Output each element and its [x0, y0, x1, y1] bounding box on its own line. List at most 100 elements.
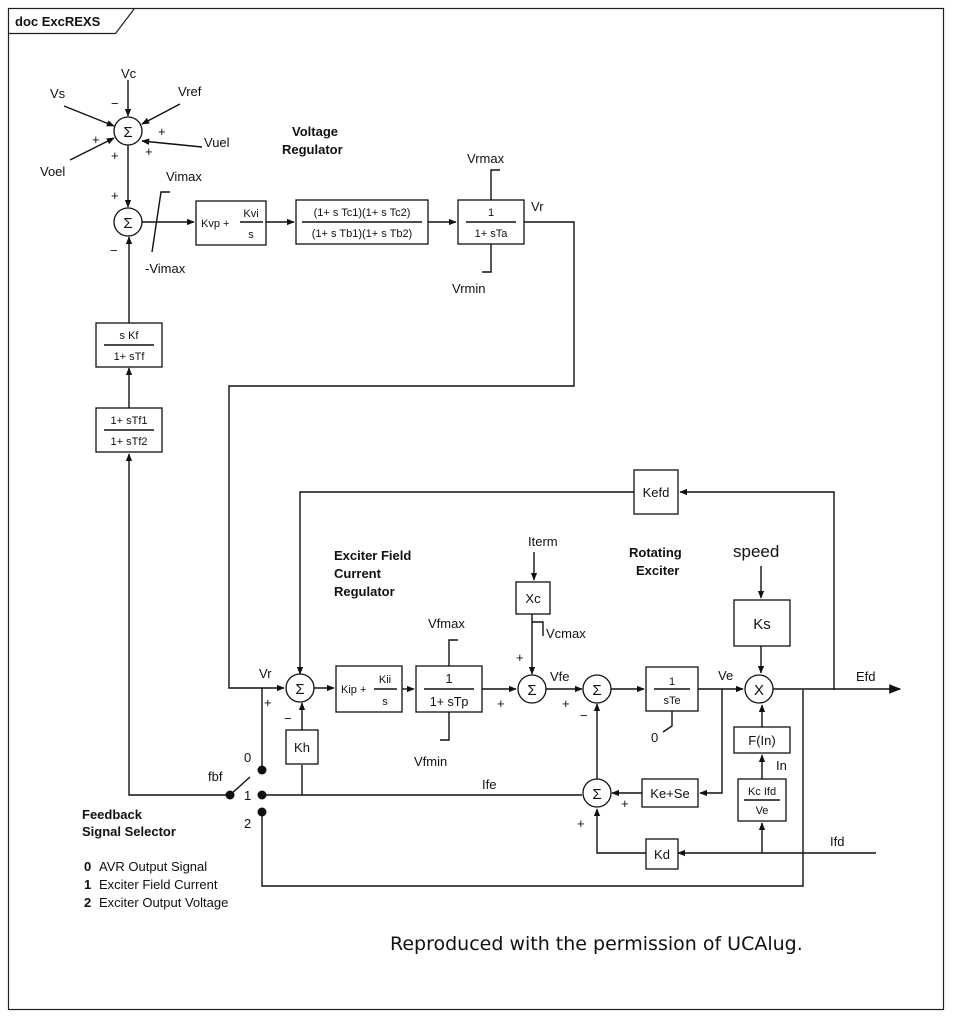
tf1-num: 1+ sTf1 [111, 415, 148, 427]
vfe-label: Vfe [550, 669, 570, 684]
tf1-den: 1+ sTf2 [111, 436, 148, 448]
exciter-field-label-2: Current [334, 566, 382, 581]
kvp-prefix: Kvp + [201, 218, 229, 230]
sum4-top-sign: + [516, 650, 524, 665]
lead-lag-num: (1+ s Tc1)(1+ s Tc2) [314, 207, 411, 219]
kh-label: Kh [294, 740, 310, 755]
sum-symbol-4: Σ [527, 682, 536, 699]
efd-to-kefd-wire [679, 488, 835, 690]
sum-symbol-6: Σ [592, 786, 601, 803]
fin-block [733, 726, 791, 754]
kh-block [285, 729, 319, 765]
kefd-block [633, 469, 679, 515]
vfmin-limit-mark [440, 712, 450, 741]
vcmax-label: Vcmax [546, 626, 586, 641]
xc-block [515, 581, 551, 615]
selector-contact-0 [257, 765, 267, 775]
fin-label: F(In) [748, 733, 775, 748]
vs-sign: + [92, 132, 100, 147]
speed-label: speed [733, 542, 779, 561]
kii-num: Kii [379, 674, 391, 686]
te-lower-limit-label: 0 [651, 730, 658, 745]
exciter-field-label-3: Regulator [334, 584, 395, 599]
skf-den: 1+ sTf [114, 351, 146, 363]
iterm-label: Iterm [528, 534, 558, 549]
sum2-bottom-sign: − [110, 243, 118, 258]
voel-sign: + [111, 148, 119, 163]
vrmax-limit-mark [490, 169, 500, 200]
vref-wire [141, 103, 181, 125]
kd-label: Kd [654, 847, 670, 862]
permission-note: Reproduced with the permission of UCAlug… [390, 933, 803, 955]
kd-block [645, 838, 679, 870]
sum-symbol-3: Σ [295, 681, 304, 698]
sum-symbol-5: Σ [592, 682, 601, 699]
voltage-regulator-label-2: Regulator [282, 142, 343, 157]
vr-in-sign: + [264, 695, 272, 710]
tp-den: 1+ sTp [430, 695, 469, 709]
legend-num-2: 2 [84, 895, 91, 910]
ifd-label: Ifd [830, 834, 844, 849]
multiplier-symbol: X [754, 682, 764, 699]
vcmax-limit-mark [532, 621, 544, 636]
sum5-bottom-sign: − [580, 708, 588, 723]
kefd-label: Kefd [643, 485, 670, 500]
rotating-exciter-label-2: Exciter [636, 563, 679, 578]
vimax-label: Vimax [166, 169, 202, 184]
voel-label: Voel [40, 164, 65, 179]
vr-in-label: Vr [259, 666, 272, 681]
efd-label: Efd [856, 669, 876, 684]
tp-num: 1 [446, 672, 453, 686]
vuel-label: Vuel [204, 135, 230, 150]
vuel-sign: + [145, 144, 153, 159]
vr-out-label: Vr [531, 199, 544, 214]
feedback-selector-label-1: Feedback [82, 807, 143, 822]
selector-pos-1: 1 [244, 788, 251, 803]
ke-se-block [641, 778, 699, 808]
ife-label: Ife [482, 777, 496, 792]
skf-num: s Kf [120, 330, 140, 342]
vr-route-wire [228, 221, 575, 692]
vc-sign: − [111, 96, 119, 111]
legend-num-0: 0 [84, 859, 91, 874]
fbf-to-tf1-wire [125, 453, 230, 796]
fbf-label: fbf [208, 769, 223, 784]
kip-prefix: Kip + [341, 684, 366, 696]
selector-pos-2: 2 [244, 816, 251, 831]
vref-label: Vref [178, 84, 202, 99]
vuel-wire [141, 138, 203, 148]
te-den: sTe [663, 695, 680, 707]
kvp-kvi-block [195, 200, 267, 246]
diagram-title: doc ExcREXS [15, 14, 101, 29]
outer-frame [7, 7, 945, 1011]
sum6-bottom-sign: + [577, 816, 585, 831]
selector-arm [229, 776, 251, 796]
kvi-den: s [248, 229, 254, 241]
ve-label: Ve [718, 668, 733, 683]
efd-to-selector-wire [261, 690, 804, 887]
vs-label: Vs [50, 86, 66, 101]
sum3-kh-sign: − [284, 711, 292, 726]
vfmax-limit-mark [448, 639, 458, 666]
sum4-left-sign: + [497, 696, 505, 711]
vrmin-label: Vrmin [452, 281, 485, 296]
sum-symbol-1: Σ [123, 124, 132, 141]
legend-num-1: 1 [84, 877, 91, 892]
xc-label: Xc [525, 591, 541, 606]
legend-text-1: Exciter Field Current [99, 877, 218, 892]
vfmax-label: Vfmax [428, 616, 465, 631]
lead-lag-den: (1+ s Tb1)(1+ s Tb2) [312, 228, 412, 240]
te-lower-limit-mark [662, 711, 673, 733]
vref-sign: + [158, 124, 166, 139]
vrmax-label: Vrmax [467, 151, 505, 166]
feedback-selector-label-2: Signal Selector [82, 824, 176, 839]
kefd-to-sum3-wire [296, 491, 634, 675]
te-num: 1 [669, 676, 675, 688]
vfmin-label: Vfmin [414, 754, 447, 769]
sum-symbol-2: Σ [123, 215, 132, 232]
ve-to-kese-wire [699, 689, 723, 797]
kcifd-num: Kc Ifd [748, 786, 776, 798]
kvi-num: Kvi [243, 208, 258, 220]
ks-label: Ks [753, 616, 771, 633]
